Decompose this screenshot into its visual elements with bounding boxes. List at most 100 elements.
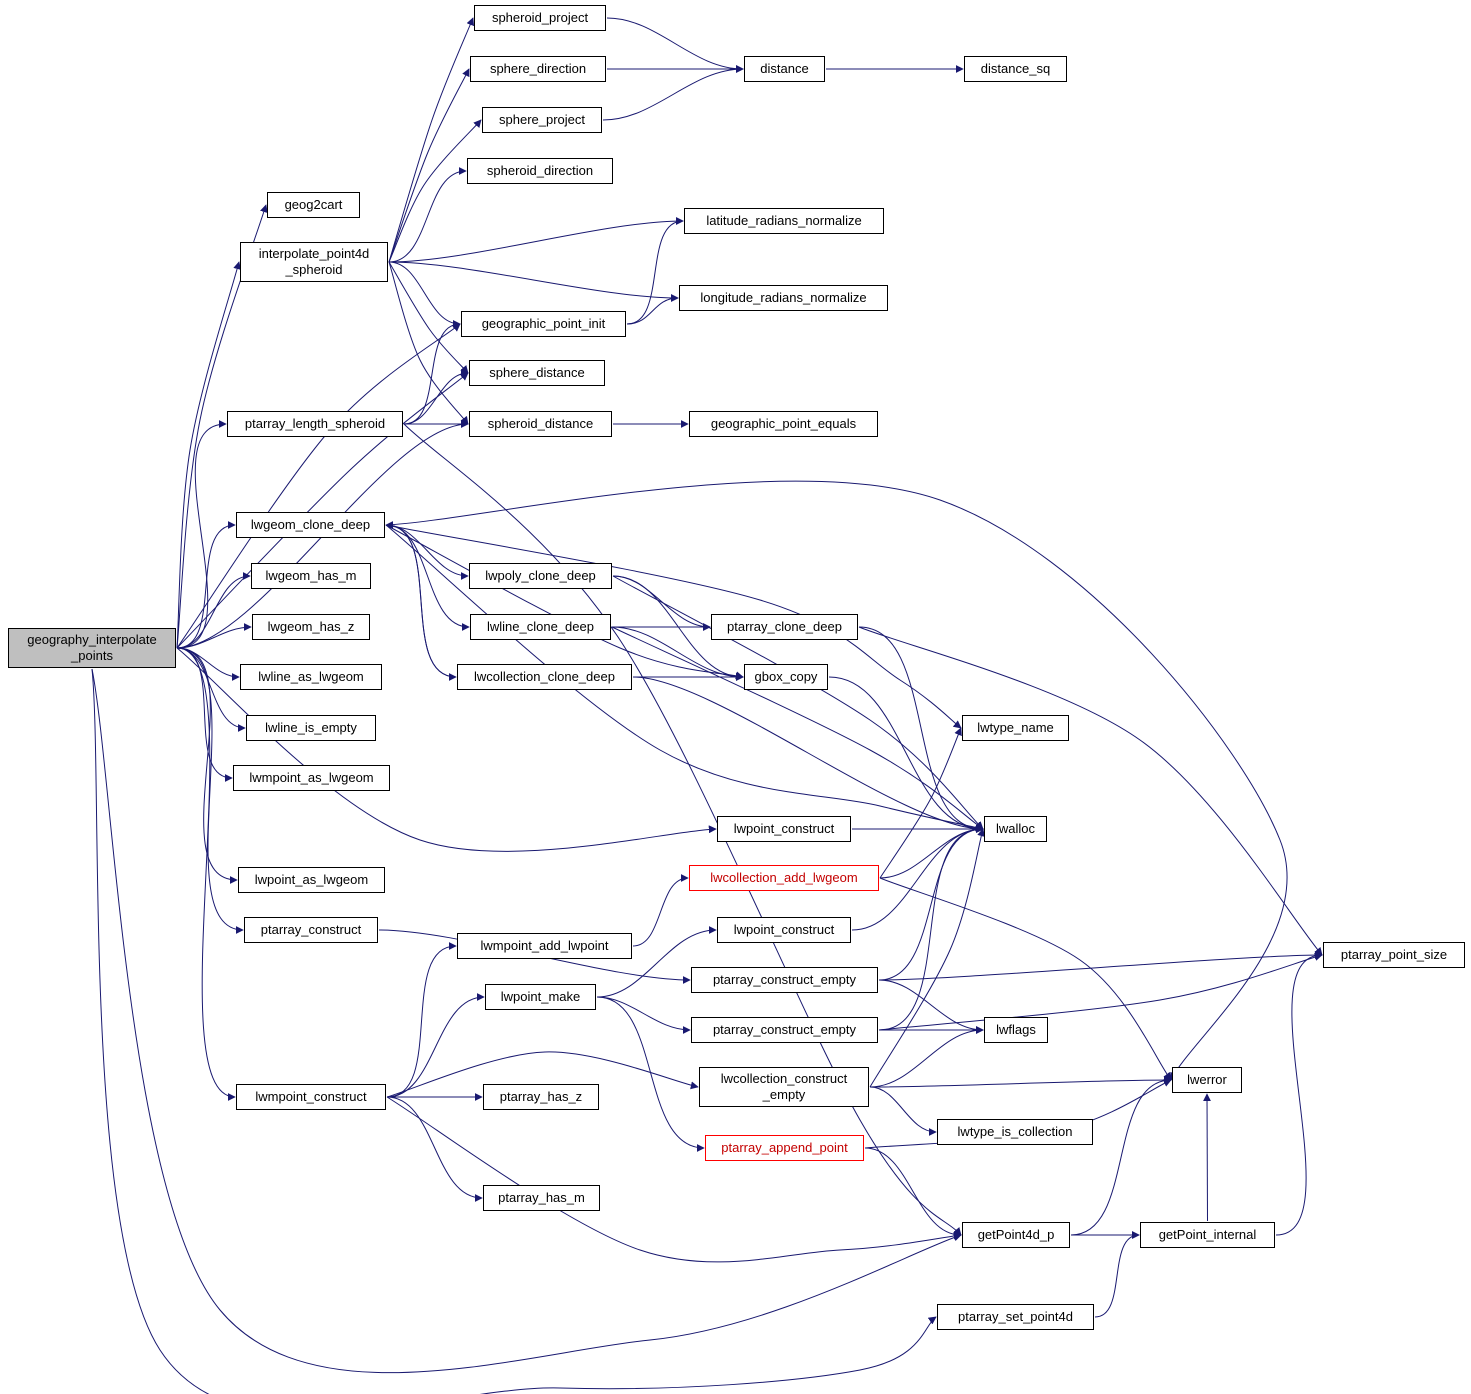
edge-lmal-lcal (632, 874, 689, 947)
edge-src-llal (176, 647, 240, 681)
edge-pce1-lwf (878, 979, 984, 1034)
node-spproj[interactable]: sphere_project (482, 107, 602, 133)
node-pcd[interactable]: ptarray_clone_deep (711, 614, 858, 640)
node-lwf[interactable]: lwflags (984, 1017, 1048, 1043)
edge-interp-spproj (388, 119, 482, 263)
node-gpe[interactable]: geographic_point_equals (689, 411, 878, 437)
node-lghm[interactable]: lwgeom_has_m (251, 563, 371, 589)
node-g4p[interactable]: getPoint4d_p (962, 1222, 1070, 1248)
node-phz[interactable]: ptarray_has_z (483, 1084, 599, 1110)
node-dist[interactable]: distance (744, 56, 825, 82)
edge-src-lmpalg (176, 647, 233, 782)
node-lpc2[interactable]: lwpoint_construct (717, 917, 851, 943)
node-spd[interactable]: spheroid_distance (469, 411, 612, 437)
edge-src-lmc (176, 647, 236, 1101)
edge-pcd-lwa (858, 626, 984, 833)
edge-lcce-lwa (869, 828, 985, 1088)
edge-lpm-pap (596, 996, 705, 1152)
node-lonn[interactable]: longitude_radians_normalize (679, 285, 888, 311)
node-pls[interactable]: ptarray_length_spheroid (227, 411, 403, 437)
edge-src-pc (176, 647, 244, 934)
edge-interp-sphd (388, 261, 469, 374)
node-pce1[interactable]: ptarray_construct_empty (691, 967, 878, 993)
node-lcal[interactable]: lwcollection_add_lwgeom (689, 865, 879, 891)
edge-pls-gpi (403, 320, 461, 425)
node-phm[interactable]: ptarray_has_m (483, 1185, 600, 1211)
node-sdir[interactable]: sphere_direction (470, 56, 606, 82)
edge-src-llie (176, 647, 246, 732)
node-lmal[interactable]: lwmpoint_add_lwpoint (457, 933, 632, 959)
edge-gbc-lwa (828, 676, 984, 833)
node-lghz[interactable]: lwgeom_has_z (252, 614, 370, 640)
edge-sproj-dist (606, 17, 744, 73)
edge-pce1-lwa (878, 825, 984, 981)
node-llal[interactable]: lwline_as_lwgeom (240, 664, 382, 690)
node-latn[interactable]: latitude_radians_normalize (684, 208, 884, 234)
edge-lgcd-llcd (385, 524, 470, 631)
node-lcce[interactable]: lwcollection_construct _empty (699, 1067, 869, 1107)
node-lpcd[interactable]: lwpoly_clone_deep (469, 563, 612, 589)
node-lwe[interactable]: lwerror (1172, 1067, 1242, 1093)
edge-src-lpc1 (176, 647, 717, 852)
node-gpi[interactable]: geographic_point_init (461, 311, 626, 337)
edge-interp-lonn (388, 261, 679, 302)
node-lpc1[interactable]: lwpoint_construct (717, 816, 851, 842)
node-pap[interactable]: ptarray_append_point (705, 1135, 864, 1161)
node-pc[interactable]: ptarray_construct (244, 917, 378, 943)
edge-lcal-lwe (879, 877, 1172, 1081)
node-lgcd[interactable]: lwgeom_clone_deep (236, 512, 385, 538)
node-lccd[interactable]: lwcollection_clone_deep (457, 664, 632, 690)
edge-lgcd-ltn (385, 524, 962, 729)
edge-interp-sproj (388, 17, 475, 263)
edge-psp4-gpint (1094, 1231, 1140, 1318)
edge-lcce-lwf (869, 1026, 984, 1088)
node-pps[interactable]: ptarray_point_size (1323, 942, 1465, 968)
edge-lcal-lwa (879, 825, 984, 879)
edge-interp-spd (388, 261, 469, 425)
edge-interp-latn (388, 217, 684, 263)
edge-lmc-lpm (386, 993, 485, 1098)
node-pce2[interactable]: ptarray_construct_empty (691, 1017, 878, 1043)
node-interp[interactable]: interpolate_point4d _spheroid (240, 242, 388, 282)
node-llie[interactable]: lwline_is_empty (246, 715, 376, 741)
node-lmc[interactable]: lwmpoint_construct (236, 1084, 386, 1110)
node-ltn[interactable]: lwtype_name (962, 715, 1069, 741)
edge-lmc-g4p (386, 1096, 962, 1263)
node-psp4[interactable]: ptarray_set_point4d (937, 1304, 1094, 1330)
edge-src-lpalg (176, 647, 238, 884)
edge-spproj-dist (602, 65, 744, 121)
edge-lccd-lwa (632, 676, 984, 833)
edge-src-lghz (176, 623, 252, 649)
edge-lpm-pce2 (596, 996, 691, 1034)
edge-lcce-ltic (869, 1086, 937, 1136)
node-ltic[interactable]: lwtype_is_collection (937, 1119, 1093, 1145)
edge-gpint-lwe (1203, 1093, 1212, 1222)
edge-lmc-lcce (386, 1051, 699, 1098)
node-spdir[interactable]: spheroid_direction (467, 158, 613, 184)
node-g2c[interactable]: geog2cart (267, 192, 360, 218)
edge-interp-sdir (388, 68, 470, 263)
node-lwa[interactable]: lwalloc (984, 816, 1047, 842)
node-lpalg[interactable]: lwpoint_as_lwgeom (238, 867, 385, 893)
node-sphd[interactable]: sphere_distance (469, 360, 605, 386)
edge-lmc-phm (386, 1096, 483, 1202)
edge-lcce-lwe (869, 1076, 1172, 1088)
node-gpint[interactable]: getPoint_internal (1140, 1222, 1275, 1248)
edge-lgcd-lwe (385, 480, 1288, 1081)
node-lmpalg[interactable]: lwmpoint_as_lwgeom (233, 765, 390, 791)
edge-lmc-lmal (386, 942, 457, 1098)
node-distsq[interactable]: distance_sq (964, 56, 1067, 82)
edge-gpi-lonn (626, 294, 679, 325)
node-gbc[interactable]: gbox_copy (744, 664, 828, 690)
node-llcd[interactable]: lwline_clone_deep (470, 614, 611, 640)
edge-pcd-pps (858, 626, 1323, 956)
edge-src-gpi (176, 323, 461, 649)
edge-lcal-ltn (879, 727, 962, 879)
node-lpm[interactable]: lwpoint_make (485, 984, 596, 1010)
node-src[interactable]: geography_interpolate _points (8, 628, 176, 668)
edge-pce2-pps (878, 953, 1323, 1031)
node-sproj[interactable]: spheroid_project (474, 5, 606, 31)
